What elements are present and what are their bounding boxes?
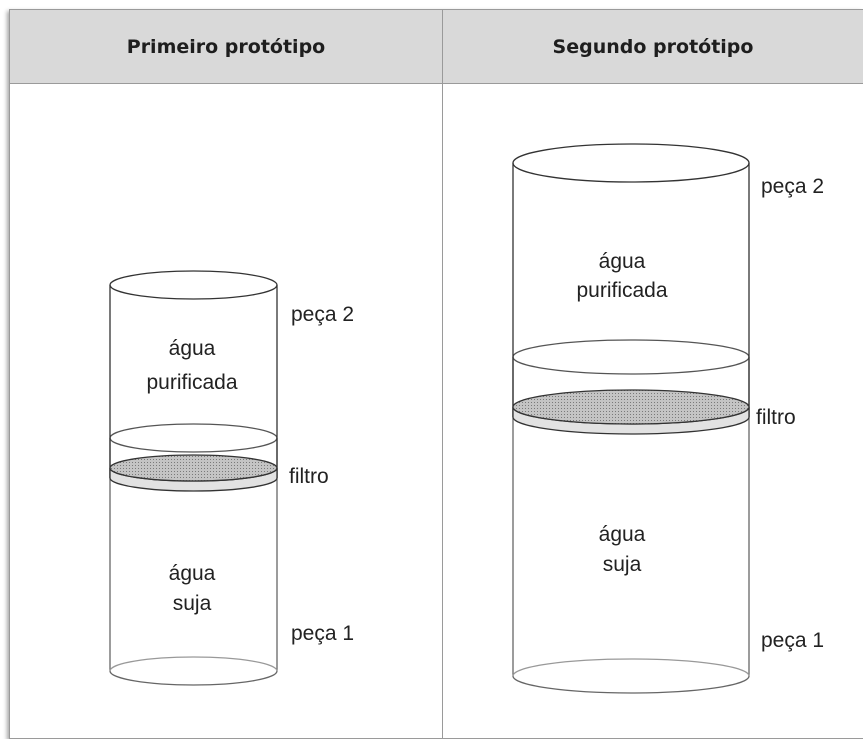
prototype-2-label-filter: filtro: [756, 406, 796, 429]
prototype-1-clean-water-line-2: purificada: [146, 371, 237, 394]
prototype-1-piece-2: [109, 270, 278, 478]
prototype-2-clean-water-line-2: purificada: [576, 279, 667, 302]
prototype-1-labels: água purificada água suja peça 2 filtro …: [146, 303, 354, 645]
prototype-1-filter: [109, 454, 278, 492]
prototype-1-dirty-water-line-1: água: [169, 562, 216, 585]
prototype-2-piece-2: [512, 143, 750, 417]
header-first-prototype: Primeiro protótipo: [126, 35, 326, 58]
prototype-2-label-piece-2: peça 2: [761, 175, 824, 198]
prototype-2-dirty-water-line-2: suja: [603, 553, 642, 576]
prototype-2-labels: água purificada água suja peça 2 filtro …: [576, 175, 824, 652]
table-header: Primeiro protótipo Segundo protótipo: [10, 10, 863, 84]
comparison-table: Primeiro protótipo Segundo protótipo: [9, 9, 863, 739]
prototype-1-label-piece-1: peça 1: [291, 622, 354, 645]
prototype-2-dirty-water-line-1: água: [599, 523, 646, 546]
prototype-2: [512, 143, 750, 694]
prototype-1-dirty-water-line-2: suja: [173, 592, 212, 615]
prototype-2-clean-water-line-1: água: [599, 250, 646, 273]
header-second-prototype: Segundo protótipo: [552, 35, 754, 58]
column-divider: [442, 10, 443, 739]
prototype-1: [109, 270, 278, 686]
prototype-1-label-filter: filtro: [289, 465, 329, 488]
prototype-1-clean-water-line-1: água: [169, 337, 216, 360]
prototype-2-label-piece-1: peça 1: [761, 629, 824, 652]
prototype-1-label-piece-2: peça 2: [291, 303, 354, 326]
prototype-2-filter: [512, 389, 750, 435]
